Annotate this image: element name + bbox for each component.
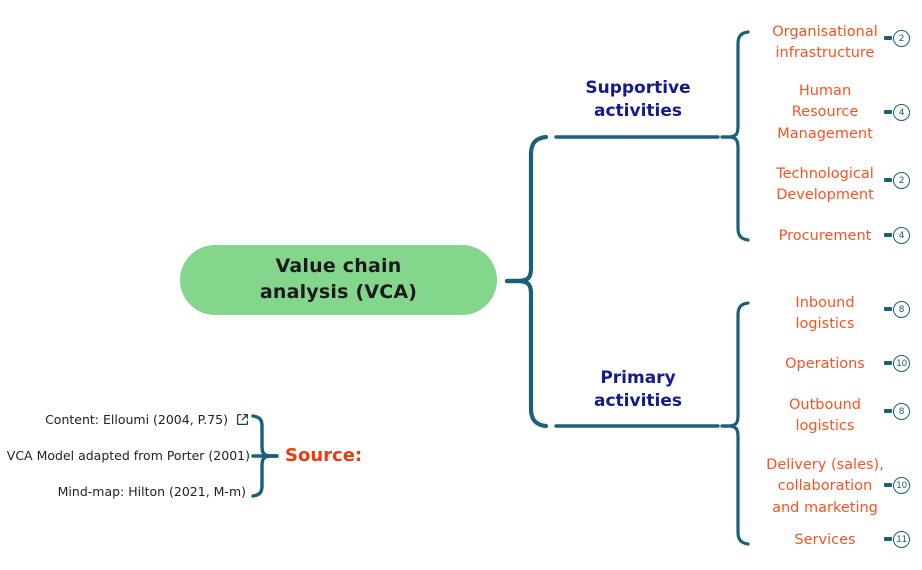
leaf-line: Operations [785, 356, 865, 372]
branch-primary-line-2: activities [593, 390, 682, 411]
source-line-mindmap: Mind-map: Hilton (2021, M-m) [57, 484, 246, 499]
badge-stub [884, 36, 892, 40]
leaf-line: Technological [776, 166, 874, 182]
leaf-inbound-logistics[interactable]: Inbound logistics [745, 293, 905, 336]
badge-stub [884, 307, 892, 311]
badge-stub [884, 110, 892, 114]
source-title: Source: [285, 445, 363, 466]
branch-primary-line-1: Primary [600, 368, 676, 388]
badge-count-technological-development[interactable]: 2 [893, 172, 910, 189]
badge-stub [884, 409, 892, 413]
center-node-line-2: analysis (VCA) [259, 281, 418, 303]
badge-count-operations[interactable]: 10 [893, 355, 910, 372]
leaf-line: and marketing [772, 499, 878, 516]
leaf-services[interactable]: Services [745, 530, 905, 551]
badge-stub [884, 537, 892, 541]
leaf-organisational-infrastructure[interactable]: Organisational infrastructure [745, 22, 905, 65]
leaf-line: Services [794, 532, 856, 548]
center-node[interactable]: Value chain analysis (VCA) [180, 245, 497, 315]
leaf-line: collaboration [777, 478, 873, 495]
branch-supportive-line-1: Supportive [585, 78, 691, 98]
badge-count-services[interactable]: 11 [893, 531, 910, 548]
badge-count-organisational-infrastructure[interactable]: 2 [893, 30, 910, 47]
branch-supportive-line-2: activities [593, 100, 682, 121]
badge-count-outbound-logistics[interactable]: 8 [893, 403, 910, 420]
leaf-line: Human [798, 83, 852, 99]
center-node-label: Value chain analysis (VCA) [260, 254, 417, 305]
leaf-human-resource-management[interactable]: Human Resource Management [745, 81, 905, 145]
leaf-line: Organisational [772, 24, 878, 40]
leaf-line: infrastructure [775, 45, 875, 62]
external-link-icon[interactable] [236, 413, 249, 426]
leaf-line: logistics [795, 418, 855, 435]
leaf-line: Procurement [778, 228, 872, 244]
badge-count-human-resource-management[interactable]: 4 [893, 104, 910, 121]
leaf-line: Inbound [795, 295, 855, 311]
badge-count-procurement[interactable]: 4 [893, 227, 910, 244]
leaf-line: logistics [795, 316, 855, 333]
source-line-model: VCA Model adapted from Porter (2001) [6, 448, 250, 463]
leaf-procurement[interactable]: Procurement [745, 226, 905, 247]
badge-count-delivery-collaboration-marketing[interactable]: 10 [893, 477, 910, 494]
leaf-line: Resource [791, 104, 859, 121]
leaf-line: Outbound [789, 397, 861, 413]
badge-stub [884, 483, 892, 487]
branch-label-supportive-activities[interactable]: Supportive activities [553, 77, 723, 123]
badge-count-inbound-logistics[interactable]: 8 [893, 301, 910, 318]
badge-stub [884, 233, 892, 237]
source-line-content: Content: Elloumi (2004, P.75) [45, 412, 228, 427]
leaf-outbound-logistics[interactable]: Outbound logistics [745, 395, 905, 438]
leaf-line: Delivery (sales), [766, 457, 884, 473]
leaf-line: Development [776, 187, 874, 204]
leaf-operations[interactable]: Operations [745, 354, 905, 375]
leaf-delivery-collaboration-marketing[interactable]: Delivery (sales), collaboration and mark… [745, 455, 905, 519]
badge-stub [884, 178, 892, 182]
badge-stub [884, 361, 892, 365]
branch-label-primary-activities[interactable]: Primary activities [553, 367, 723, 413]
leaf-line: Management [777, 125, 873, 142]
leaf-technological-development[interactable]: Technological Development [745, 164, 905, 207]
center-node-line-1: Value chain [275, 255, 402, 278]
